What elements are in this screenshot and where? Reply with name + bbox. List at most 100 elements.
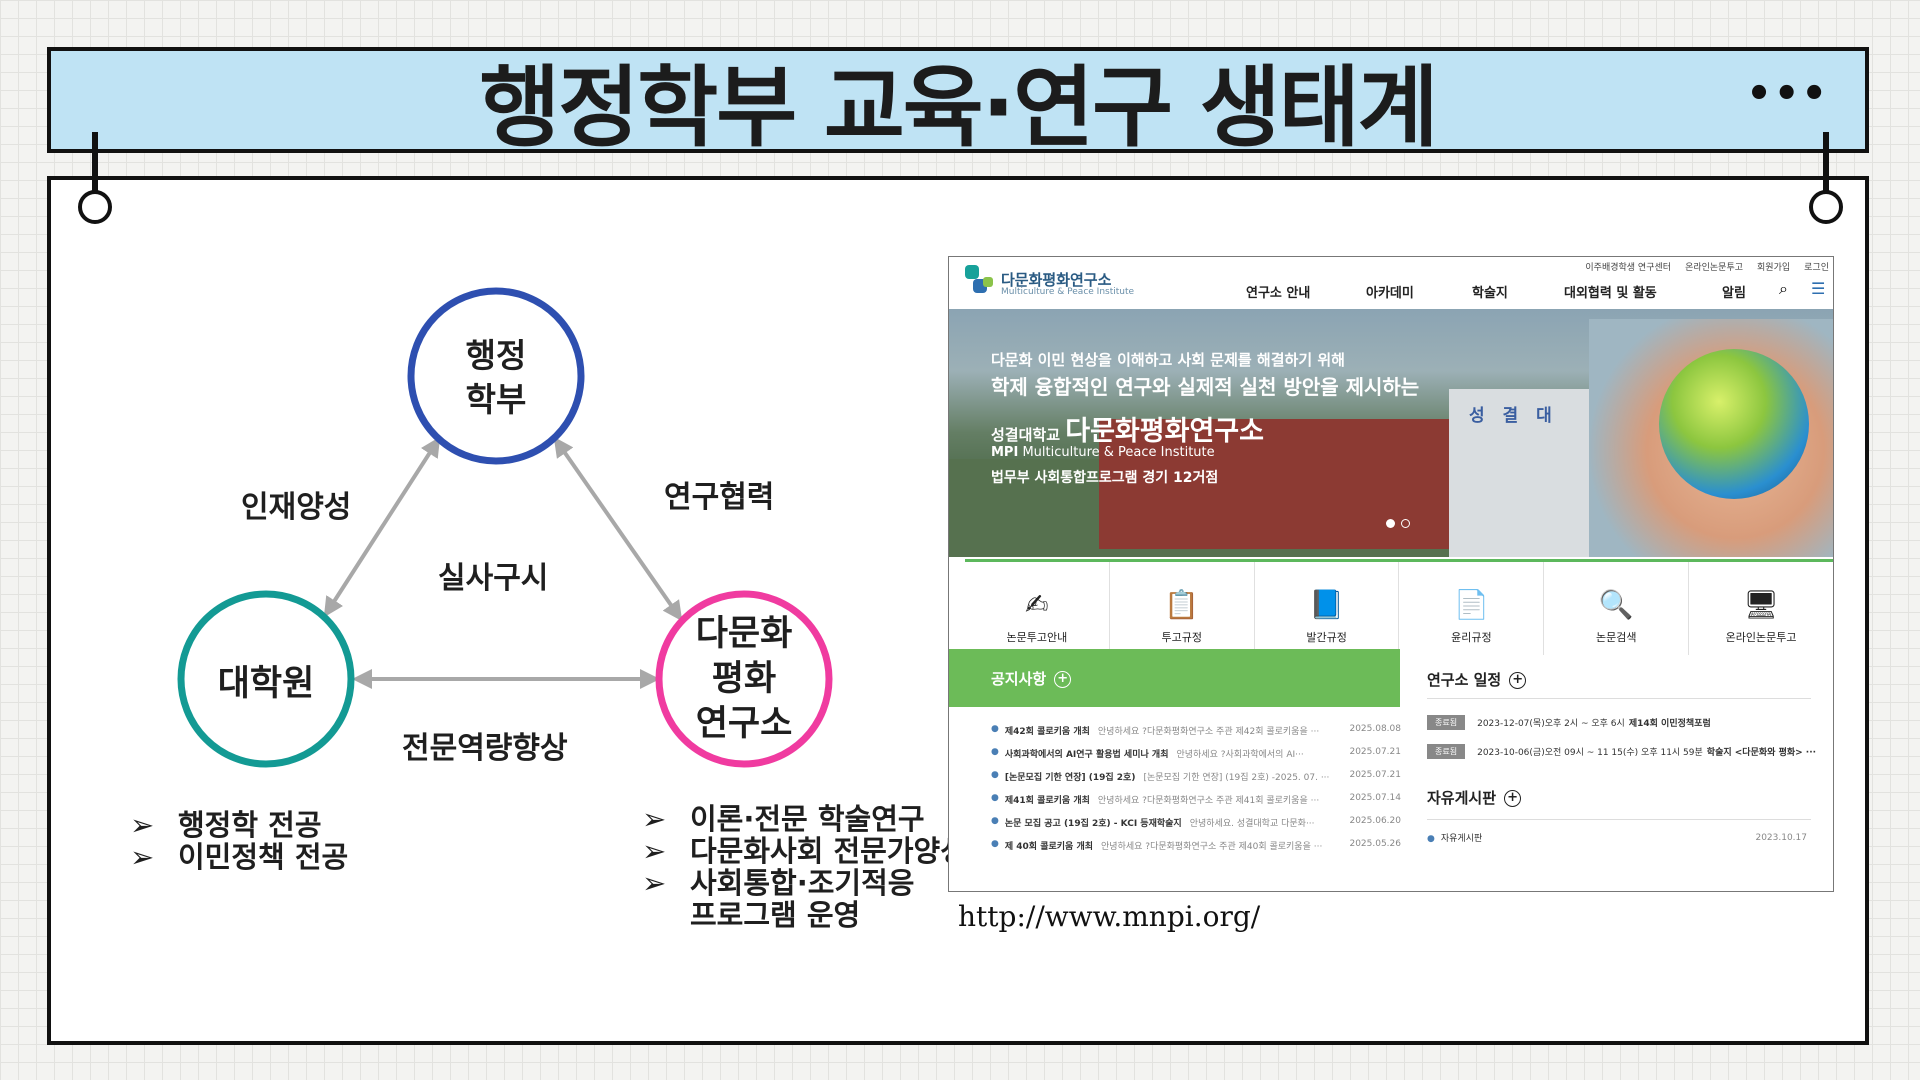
hero-line3: 성결대학교 다문화평화연구소 [991, 416, 1264, 447]
quick-link-paper-search[interactable]: 🔍논문검색 [1544, 562, 1690, 655]
list-item: ➢행정학 전공 [130, 808, 322, 842]
online-submit-icon: 🖥 [1743, 588, 1779, 621]
arrow-bullet-icon: ➢ [642, 834, 667, 868]
quick-link-submission-guide[interactable]: ✍논문투고안내 [965, 562, 1110, 655]
status-badge: 종료됨 [1427, 715, 1466, 730]
arrow-bullet-icon: ➢ [130, 840, 155, 874]
list-item: ➢이민정책 전공 [130, 840, 349, 874]
arrow-bullet-icon: ➢ [642, 866, 667, 900]
nav-item[interactable]: 아카데미 [1366, 286, 1414, 301]
website-screenshot: 다문화평화연구소 Multiculture & Peace Institute … [948, 256, 1834, 892]
page-title: 행정학부 교육·연구 생태계 [479, 55, 1438, 159]
arrow-bullet-icon: ➢ [130, 808, 155, 842]
plus-icon[interactable]: + [1509, 672, 1527, 689]
notice-row[interactable]: ●[논문모집 기한 연장] (19집 2호)[논문모집 기한 연장] (19집 … [991, 770, 1401, 783]
node-right-line2: 평화 [711, 659, 777, 699]
plus-icon[interactable]: + [1054, 671, 1072, 688]
left-bullet-list: ➢행정학 전공 ➢이민정책 전공 [130, 809, 348, 873]
ethics-document-icon: 📄 [1453, 588, 1489, 621]
arrow-top-right [553, 436, 683, 622]
quick-link-ethics-rules[interactable]: 📄윤리규정 [1399, 562, 1545, 655]
institute-logo-icon [965, 265, 993, 293]
left-pin [92, 132, 98, 192]
arrow-bullet-icon: ➢ [642, 802, 667, 836]
utility-links: 이주배경학생 연구센터 온라인논문투고 회원가입 로그인 [1585, 260, 1829, 273]
list-item: ➢이론·전문 학술연구 [642, 802, 925, 836]
hero-line5: 법무부 사회통합프로그램 경기 12거점 [991, 470, 1219, 486]
menu-icon[interactable]: ☰ [1811, 279, 1826, 298]
website-url[interactable]: http://www.mnpi.org/ [958, 900, 1261, 933]
clipboard-icon: 📋 [1164, 588, 1200, 621]
list-item: ➢다문화사회 전문가양성 [642, 834, 967, 868]
quick-links: ✍논문투고안내 📋투고규정 📘발간규정 📄윤리규정 🔍논문검색 🖥온라인논문투고 [965, 559, 1833, 655]
notice-header [949, 649, 1400, 707]
right-bullet-list: ➢이론·전문 학술연구 ➢다문화사회 전문가양성 ➢사회통합·조기적응 프로그램… [642, 803, 967, 931]
left-ring-icon [78, 190, 112, 224]
board-title[interactable]: 자유게시판+ [1427, 787, 1522, 808]
nav-item[interactable]: 연구소 안내 [1246, 286, 1311, 301]
quick-link-submission-rules[interactable]: 📋투고규정 [1110, 562, 1255, 655]
hero-line2: 학제 융합적인 연구와 실제적 실천 방안을 제시하는 [991, 375, 1420, 399]
ecosystem-diagram [177, 287, 833, 768]
edge-label-right: 연구협력 [664, 480, 775, 515]
node-top-line2: 학부 [465, 380, 527, 419]
nav-item[interactable]: 대외협력 및 활동 [1564, 286, 1657, 301]
list-item: ➢사회통합·조기적응 [642, 866, 915, 900]
nav-item[interactable]: 학술지 [1472, 286, 1508, 301]
node-left-circle [177, 590, 355, 768]
edge-label-left: 인재양성 [241, 490, 352, 525]
search-document-icon: 🔍 [1598, 588, 1634, 621]
divider [1427, 819, 1811, 820]
institute-subtitle: Multiculture & Peace Institute [1001, 287, 1135, 297]
globe-icon [1659, 349, 1809, 499]
hero-line4: MPI Multiculture & Peace Institute [991, 445, 1215, 460]
title-banner: 행정학부 교육·연구 생태계 ••• [47, 47, 1869, 159]
schedule-title[interactable]: 연구소 일정+ [1427, 669, 1527, 690]
document-hand-icon: ✍ [1025, 588, 1049, 621]
utility-link[interactable]: 회원가입 [1757, 263, 1791, 273]
quick-link-publication-rules[interactable]: 📘발간규정 [1255, 562, 1400, 655]
slide-dot-active[interactable] [1386, 519, 1395, 528]
book-icon: 📘 [1309, 588, 1344, 621]
node-right-line3: 연구소 [695, 704, 793, 744]
hero-line1: 다문화 이민 현상을 이해하고 사회 문제를 해결하기 위해 [991, 351, 1345, 369]
building-sign: 성 결 대 [1469, 406, 1558, 426]
node-left-label: 대학원 [217, 664, 315, 704]
node-top-circle [407, 287, 585, 465]
institute-name[interactable]: 다문화평화연구소 [1001, 271, 1112, 289]
hero-banner: 성 결 대 다문화 이민 현상을 이해하고 사회 문제를 해결하기 위해 학제 … [949, 309, 1833, 557]
node-top-label: 행정 학부 [446, 334, 546, 422]
plus-icon[interactable]: + [1504, 790, 1522, 807]
slide-dot[interactable] [1401, 519, 1410, 528]
list-item: 프로그램 운영 [690, 898, 861, 932]
node-right-label: 다문화 평화 연구소 [674, 612, 814, 747]
edge-label-center: 실사구시 [438, 561, 549, 596]
node-right-circle [655, 590, 833, 768]
notice-title[interactable]: 공지사항+ [991, 668, 1072, 689]
node-top-line1: 행정 [465, 336, 527, 375]
utility-link[interactable]: 온라인논문투고 [1685, 263, 1744, 273]
more-dots-icon[interactable]: ••• [1746, 71, 1829, 117]
arrow-top-left [323, 436, 441, 618]
main-nav: 연구소 안내 아카데미 학술지 대외협력 및 활동 알림 [1246, 282, 1782, 301]
right-ring-icon [1809, 190, 1843, 224]
node-right-line1: 다문화 [695, 614, 793, 654]
nav-item[interactable]: 알림 [1722, 286, 1746, 301]
quick-link-online-submission[interactable]: 🖥온라인논문투고 [1725, 588, 1797, 644]
edge-label-bottom: 전문역량향상 [402, 731, 568, 766]
status-badge: 종료됨 [1427, 744, 1466, 759]
search-icon[interactable]: ⌕ [1779, 279, 1788, 298]
divider [1427, 698, 1811, 699]
utility-link[interactable]: 로그인 [1804, 263, 1829, 273]
utility-link[interactable]: 이주배경학생 연구센터 [1585, 263, 1672, 273]
right-pin [1823, 132, 1829, 192]
